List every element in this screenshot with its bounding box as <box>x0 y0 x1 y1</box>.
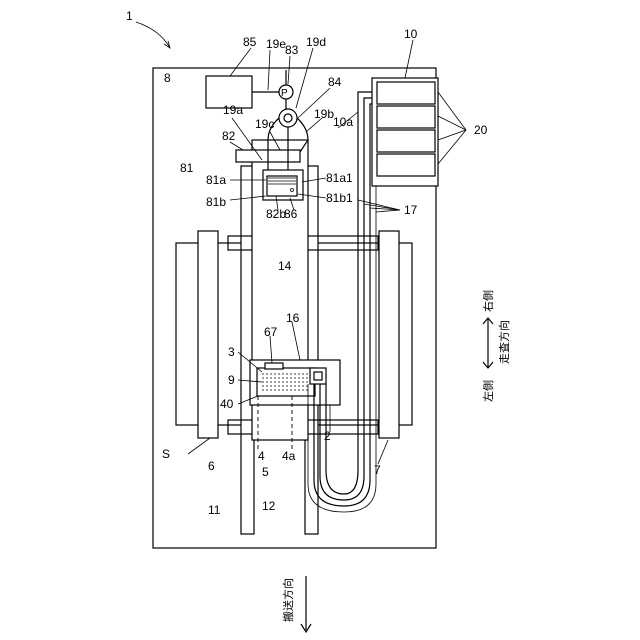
conveying-direction-indicator: 搬送方向 <box>281 576 311 632</box>
label-frame-right: 12 <box>262 499 276 513</box>
figure-number-leader <box>136 22 170 48</box>
label-tube-10a: 10a <box>333 115 353 129</box>
label-carriage-guide-rail: 14 <box>278 259 292 273</box>
label-frame-left: 11 <box>208 503 221 517</box>
connector <box>310 368 326 384</box>
figure-number-arrowhead <box>164 41 170 48</box>
label-maintenance-82: 82 <box>222 129 236 143</box>
label-head-marker: 67 <box>264 325 278 339</box>
label-tube-19a: 19a <box>223 103 243 117</box>
label-tube-19c: 19c <box>255 117 274 131</box>
label-cartridges: 20 <box>474 123 488 137</box>
left-roller <box>198 231 218 438</box>
label-left-roller: 6 <box>208 459 215 473</box>
label-sheet: S <box>162 447 170 461</box>
label-pump-motor: 83 <box>285 43 299 57</box>
label-pump-unit: 85 <box>243 35 257 49</box>
label-maintenance-81: 81 <box>180 161 194 175</box>
head-marker <box>265 363 283 369</box>
label-head-nozzles: 9 <box>228 373 235 387</box>
label-head-body: 40 <box>220 397 234 411</box>
pump-symbol: P <box>281 88 288 99</box>
cartridge-3 <box>377 130 435 152</box>
label-head-base: 5 <box>262 465 269 479</box>
label-maintenance-81a1: 81a1 <box>326 171 353 185</box>
label-tube-19d: 19d <box>306 35 326 49</box>
right-roller <box>379 231 399 438</box>
label-tube-19b: 19b <box>314 107 334 121</box>
label-right-roller: 7 <box>374 463 381 477</box>
scan-direction-indicator: 左側 右側 走査方向 <box>481 290 511 402</box>
label-connector: 16 <box>286 311 300 325</box>
conveying-direction-label: 搬送方向 <box>281 578 295 622</box>
label-tube-19e: 19e <box>266 37 286 51</box>
label-nozzle-face: 4 <box>258 449 265 463</box>
cartridge-4 <box>377 154 435 176</box>
label-maintenance-86: 86 <box>284 207 298 221</box>
label-tubes: 17 <box>404 203 418 217</box>
scan-left-label: 左側 <box>482 380 495 402</box>
label-nozzle-face-a: 4a <box>282 449 296 463</box>
cartridge-2 <box>377 106 435 128</box>
label-ink-cartridge-holder: 10 <box>404 27 418 41</box>
label-maintenance-81a: 81a <box>206 173 226 187</box>
label-carriage: 2 <box>324 429 331 443</box>
figure-number: 1 <box>126 9 133 23</box>
scan-right-label: 右側 <box>481 290 495 312</box>
pump-outlet <box>279 109 297 127</box>
label-head: 3 <box>228 345 235 359</box>
scan-direction-label: 走査方向 <box>497 320 511 364</box>
label-maintenance-81b1: 81b1 <box>326 191 353 205</box>
cartridge-1 <box>377 82 435 104</box>
label-maintenance-81b: 81b <box>206 195 226 209</box>
label-printer-unit: 8 <box>164 71 171 85</box>
label-pump-outlet: 84 <box>328 75 342 89</box>
